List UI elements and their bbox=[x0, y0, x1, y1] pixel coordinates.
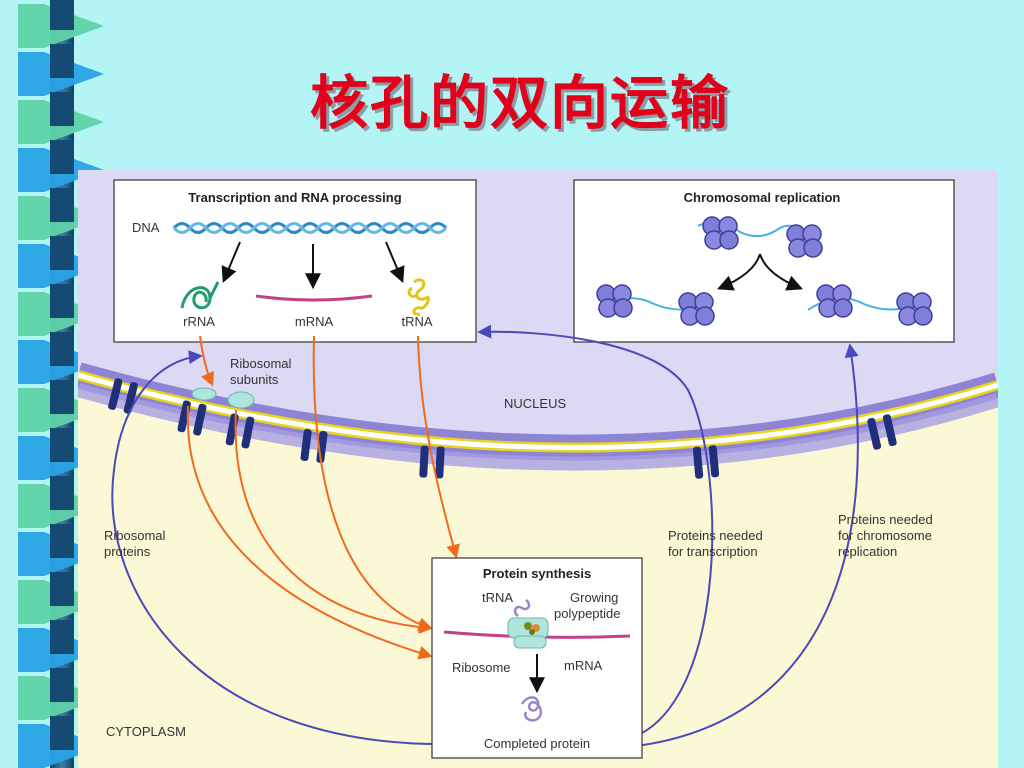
stripe-block bbox=[50, 668, 74, 702]
import-arrow-transcription bbox=[477, 324, 714, 743]
stripe-block bbox=[50, 428, 74, 462]
completed-protein-shape bbox=[520, 696, 543, 722]
decorative-stripe bbox=[18, 0, 104, 768]
stripe-block bbox=[50, 524, 74, 558]
stripe-block bbox=[50, 620, 74, 654]
arrow-to-trna bbox=[385, 241, 405, 283]
nucleosome-bottom-3 bbox=[816, 284, 853, 318]
ribosomal-subunit-large bbox=[227, 391, 255, 409]
stripe-block bbox=[50, 476, 74, 510]
stripe-block bbox=[50, 332, 74, 366]
dna-helix bbox=[172, 222, 448, 234]
trna-shape bbox=[407, 278, 430, 316]
proteins-replication-label-3: replication bbox=[838, 544, 897, 559]
envelope-lumen bbox=[78, 372, 998, 451]
dna-label: DNA bbox=[132, 220, 160, 235]
stripe-block bbox=[50, 236, 74, 270]
stripe-block bbox=[50, 380, 74, 414]
nucleosome-top-right bbox=[786, 224, 823, 258]
nuclear-pore-5 bbox=[419, 445, 445, 479]
mrna-strand bbox=[255, 294, 373, 302]
nucleosome-bottom-2 bbox=[678, 292, 715, 326]
ribosomal-subunit-small bbox=[191, 387, 217, 401]
protein-synthesis-title: Protein synthesis bbox=[483, 566, 591, 581]
rrna-shape bbox=[180, 281, 220, 310]
synthesis-mrna-label: mRNA bbox=[564, 658, 603, 673]
trna-label: tRNA bbox=[401, 314, 432, 329]
nuclear-pore-6 bbox=[692, 445, 720, 479]
replication-arrow-right bbox=[759, 253, 803, 291]
import-arrow-ribosomal-proteins bbox=[111, 350, 457, 746]
import-arrow-replication bbox=[617, 343, 859, 749]
stripe-block bbox=[50, 284, 74, 318]
synthesis-trna-shape bbox=[513, 598, 531, 618]
nucleus-label: NUCLEUS bbox=[504, 396, 566, 411]
stripe-block bbox=[50, 0, 74, 30]
cytoplasm-label: CYTOPLASM bbox=[106, 724, 186, 739]
growing-polypeptide-label-2: polypeptide bbox=[554, 606, 621, 621]
synthesis-trna-label: tRNA bbox=[482, 590, 513, 605]
proteins-transcription-label-2: for transcription bbox=[668, 544, 758, 559]
growing-polypeptide-label-1: Growing bbox=[570, 590, 618, 605]
nucleosome-top-left bbox=[702, 216, 739, 250]
export-arrow-mrna bbox=[312, 335, 433, 631]
slide-title: 核孔的双向运输 bbox=[309, 69, 730, 137]
nuclear-pore-1 bbox=[108, 378, 138, 414]
nucleosome-bottom-1 bbox=[596, 284, 633, 318]
stripe-block bbox=[50, 572, 74, 606]
completed-protein-label: Completed protein bbox=[484, 736, 590, 751]
ribosome-label: Ribosome bbox=[452, 660, 511, 675]
nuclear-pore-7 bbox=[867, 414, 897, 450]
proteins-replication-label-2: for chromosome bbox=[838, 528, 932, 543]
proteins-replication-label-1: Proteins needed bbox=[838, 512, 933, 527]
ribosomal-subunits-label-2: subunits bbox=[230, 372, 279, 387]
stripe-block bbox=[50, 716, 74, 750]
transcription-title: Transcription and RNA processing bbox=[188, 190, 401, 205]
export-arrow-subunit-1 bbox=[186, 405, 433, 660]
mrna-label: mRNA bbox=[295, 314, 334, 329]
nuclear-transport-figure: Transcription and RNA processing DNA rRN… bbox=[78, 170, 998, 768]
stripe-block bbox=[50, 92, 74, 126]
stripe-block bbox=[50, 140, 74, 174]
ribosome-shape bbox=[507, 617, 549, 649]
rrna-label: rRNA bbox=[183, 314, 215, 329]
replication-arrow-left bbox=[717, 253, 761, 291]
ribosomal-proteins-label-2: proteins bbox=[104, 544, 151, 559]
replication-title: Chromosomal replication bbox=[684, 190, 841, 205]
stripe-block bbox=[50, 44, 74, 78]
ribosomal-proteins-label-1: Ribosomal bbox=[104, 528, 166, 543]
arrow-to-rrna bbox=[221, 241, 241, 283]
export-arrow-rrna bbox=[199, 335, 214, 387]
nuclear-pore-4 bbox=[300, 429, 328, 463]
export-arrow-trna bbox=[417, 335, 460, 559]
proteins-transcription-label-1: Proteins needed bbox=[668, 528, 763, 543]
ribosomal-subunits-label-1: Ribosomal bbox=[230, 356, 292, 371]
stripe-block bbox=[50, 188, 74, 222]
export-arrow-subunit-2 bbox=[234, 409, 433, 635]
nucleosome-bottom-4 bbox=[896, 292, 933, 326]
